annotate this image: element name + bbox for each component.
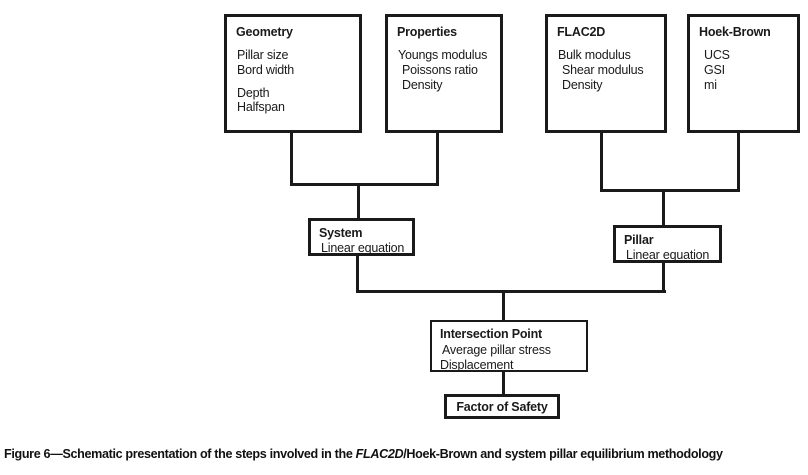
caption-text-part-1: Schematic presentation of the steps invo… (62, 447, 356, 461)
connector-properties-down (436, 133, 439, 186)
caption-italic-term: FLAC2D (355, 447, 404, 461)
node-geometry: Geometry Pillar size Bord width Depth Ha… (224, 14, 362, 133)
node-hoek-brown-item-2: mi (704, 77, 717, 92)
node-flac2d-title: FLAC2D (557, 25, 606, 39)
node-properties-item-0: Youngs modulus (398, 48, 488, 62)
node-flac2d-item-0: Bulk modulus (558, 48, 631, 62)
connector-to-factor-of-safety (502, 371, 505, 395)
node-geometry-item-3: Halfspan (237, 100, 285, 115)
node-pillar: Pillar Linear equation (613, 225, 722, 263)
node-geometry-item-2: Depth (237, 85, 270, 100)
node-flac2d-item-1: Shear modulus (562, 62, 644, 77)
connector-bottom-join-bar (356, 290, 666, 293)
caption-dash: — (50, 447, 63, 461)
node-system-item-0: Linear equation (321, 241, 405, 255)
node-flac2d-item-2: Density (562, 77, 603, 92)
node-geometry-item-0: Pillar size (237, 48, 289, 62)
node-hoek-brown: Hoek-Brown UCS GSI mi (687, 14, 800, 133)
node-properties: Properties Youngs modulus Poissons ratio… (385, 14, 503, 133)
node-system: System Linear equation (308, 218, 415, 256)
node-pillar-item-0: Linear equation (626, 248, 710, 262)
node-intersection-point-title: Intersection Point (440, 327, 542, 341)
node-properties-item-2: Density (402, 77, 443, 92)
node-flac2d: FLAC2D Bulk modulus Shear modulus Densit… (545, 14, 667, 133)
connector-flac2d-down (600, 133, 603, 192)
connector-hoekbrown-down (737, 133, 740, 192)
connector-left-to-system (357, 183, 360, 221)
caption-figure-number: Figure 6 (4, 447, 51, 461)
node-hoek-brown-item-0: UCS (704, 48, 730, 62)
node-properties-title: Properties (397, 25, 457, 39)
node-factor-of-safety: Factor of Safety (444, 394, 560, 419)
caption-text-part-2: /Hoek-Brown and system pillar equilibriu… (403, 447, 723, 461)
node-factor-of-safety-title: Factor of Safety (456, 399, 548, 414)
connector-left-join-bar (290, 183, 439, 186)
node-pillar-title: Pillar (624, 233, 654, 247)
connector-geometry-down (290, 133, 293, 186)
node-intersection-point-item-1: Displacement (440, 357, 514, 372)
figure-caption: Figure 6—Schematic presentation of the s… (4, 447, 804, 461)
node-geometry-title: Geometry (236, 25, 293, 39)
node-geometry-item-1: Bord width (237, 62, 295, 77)
node-intersection-point-item-0: Average pillar stress (442, 343, 551, 357)
node-hoek-brown-title: Hoek-Brown (699, 25, 771, 39)
node-system-title: System (319, 226, 363, 240)
connector-right-to-pillar (662, 189, 665, 228)
connector-right-join-bar (600, 189, 740, 192)
connector-to-intersection (502, 290, 505, 322)
node-hoek-brown-item-1: GSI (704, 62, 725, 77)
connector-pillar-down (662, 262, 665, 293)
connector-system-down (356, 255, 359, 293)
node-properties-item-1: Poissons ratio (402, 62, 478, 77)
node-intersection-point: Intersection Point Average pillar stress… (430, 320, 588, 372)
